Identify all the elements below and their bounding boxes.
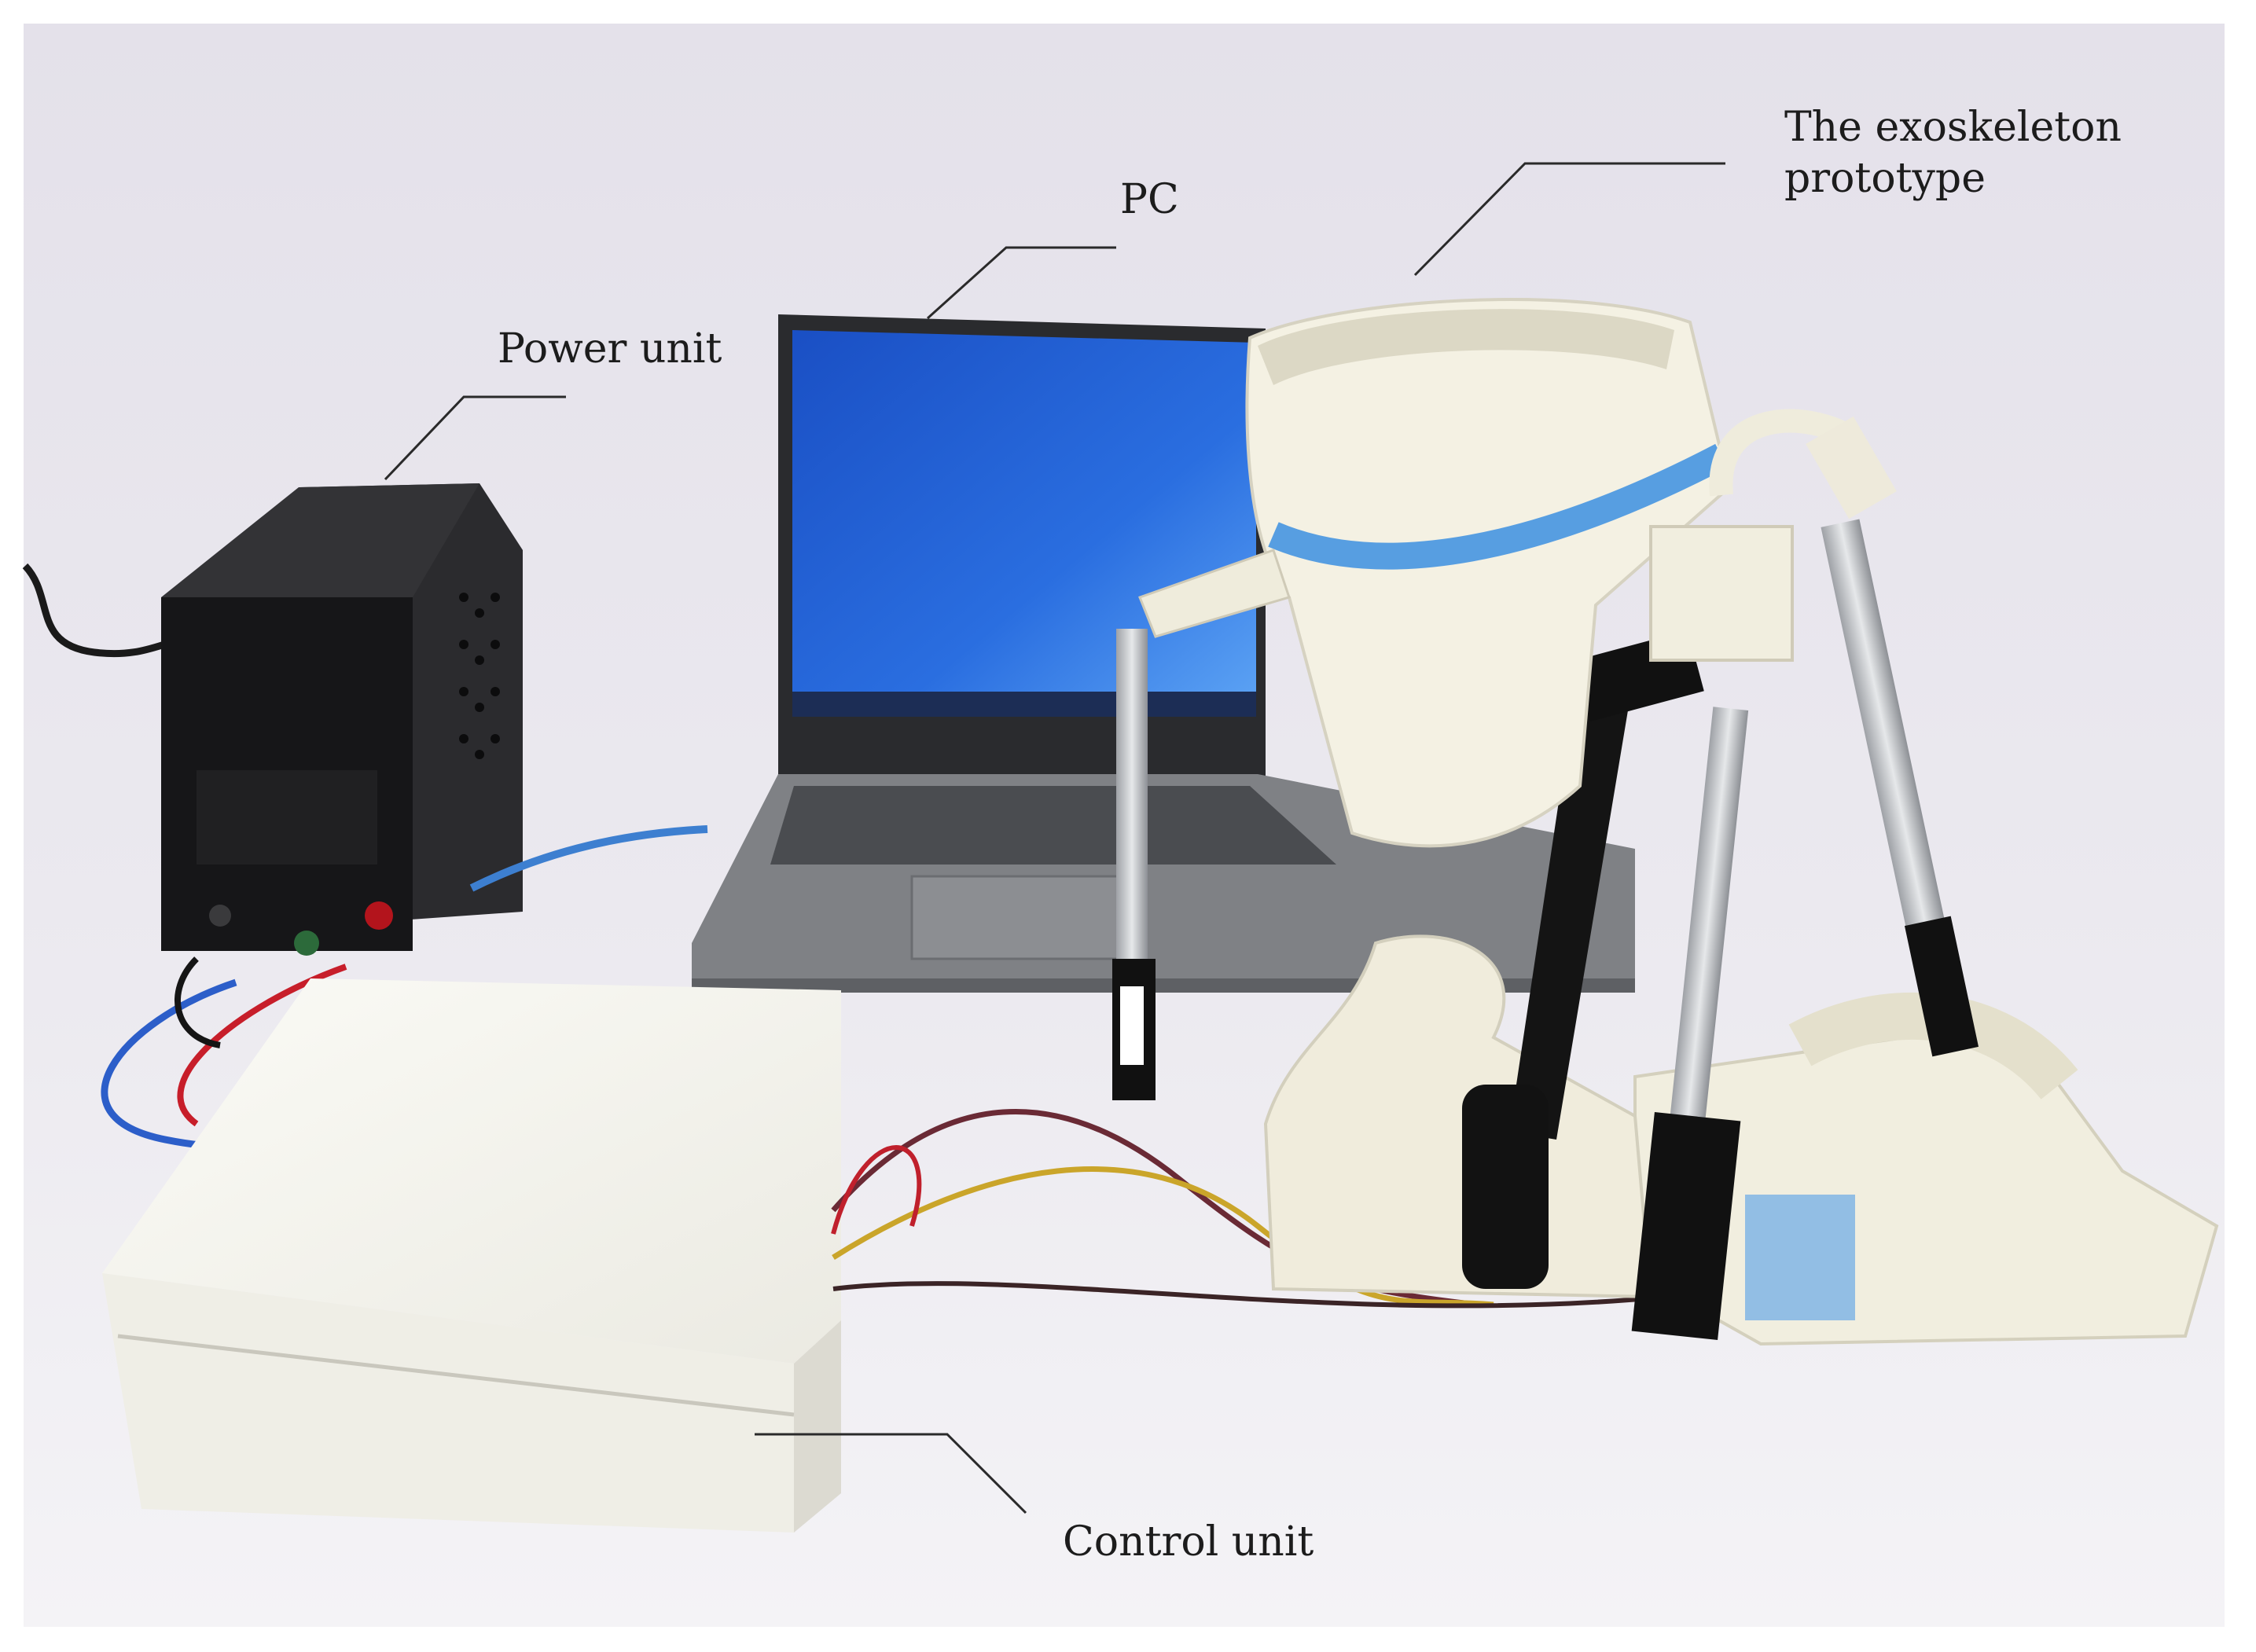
exoskeleton-device	[1112, 298, 2219, 1346]
laptop-touchpad	[910, 875, 1141, 960]
shin-cuff	[1245, 298, 1732, 848]
actuator-center	[1666, 707, 1749, 1148]
callout-line-exoskeleton	[1413, 162, 1725, 277]
label-exoskeleton-prototype: The exoskeleton prototype	[1784, 102, 2122, 204]
usb-cable	[469, 825, 708, 892]
callout-lines	[384, 162, 1725, 1514]
label-exoskeleton-line1: The exoskeleton	[1784, 104, 2122, 151]
wire-dark	[832, 1281, 1667, 1309]
label-power-unit: Power unit	[498, 325, 722, 373]
actuator-right	[1821, 519, 1945, 927]
wire-ribbon	[832, 1166, 1494, 1308]
label-control-unit: Control unit	[1063, 1518, 1314, 1566]
control-unit-box	[102, 978, 841, 1533]
label-pc: PC	[1120, 176, 1179, 223]
callout-line-pc	[926, 246, 1116, 320]
actuator-left	[1116, 629, 1148, 959]
callout-line-power-unit	[384, 395, 566, 481]
wire-black	[175, 956, 221, 1048]
wire-red-loop	[831, 1145, 922, 1235]
blue-strap	[1268, 443, 1728, 570]
power-unit-device	[161, 483, 523, 956]
ankle-base	[1263, 934, 1653, 1299]
label-exoskeleton-line2: prototype	[1784, 155, 1986, 202]
callout-line-control-unit	[755, 1433, 1027, 1514]
laptop-screen	[792, 330, 1256, 717]
